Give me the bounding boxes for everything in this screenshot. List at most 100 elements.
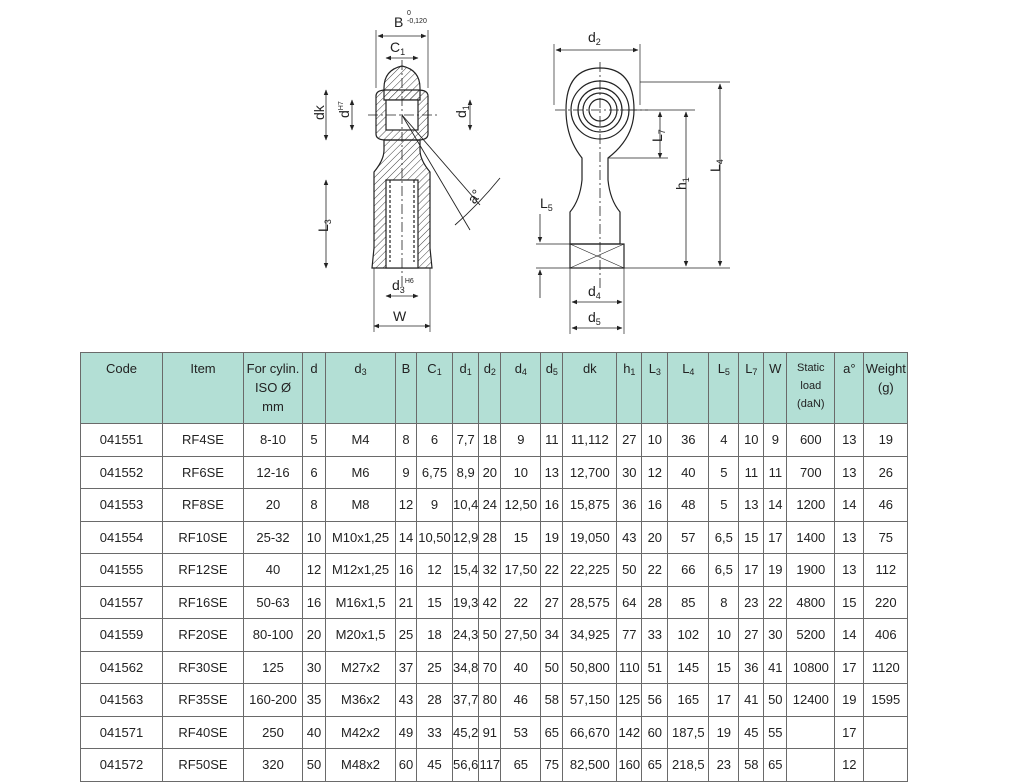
table-cell: 41: [738, 683, 765, 717]
table-cell: 56,6: [451, 748, 480, 782]
table-cell: 28: [641, 585, 669, 619]
table-cell: 8: [395, 423, 417, 457]
table-cell: 19: [863, 423, 909, 457]
table-cell: 36: [616, 488, 643, 522]
table-cell: [786, 715, 836, 749]
table-cell: M42x2: [325, 715, 396, 749]
column-header-text: d: [354, 361, 362, 376]
table-cell: M8: [325, 488, 396, 522]
table-cell: 19: [763, 553, 788, 587]
table-cell: 041563: [80, 683, 163, 717]
label-L7: L7: [649, 129, 667, 142]
column-header-subscript: 5: [724, 367, 730, 377]
table-cell: 15,875: [562, 488, 618, 522]
table-cell: 19: [834, 683, 865, 717]
table-cell: 041571: [80, 715, 163, 749]
table-cell: 406: [863, 618, 909, 652]
table-cell: 22: [641, 553, 669, 587]
table-cell: 13: [834, 553, 865, 587]
table-cell: [863, 715, 909, 749]
table-cell: 15,4: [451, 553, 480, 587]
table-cell: 42: [478, 585, 502, 619]
table-cell: 320: [243, 748, 303, 782]
table-cell: 18: [478, 423, 502, 457]
table-cell: 15: [500, 520, 542, 554]
table-cell: 32: [478, 553, 502, 587]
column-header-text: d: [483, 361, 491, 376]
table-cell: 30: [616, 455, 643, 489]
table-cell: 6,5: [708, 520, 740, 554]
table-cell: 4800: [786, 585, 836, 619]
table-cell: 65: [763, 748, 788, 782]
table-cell: 50,800: [562, 650, 618, 684]
table-cell: M12x1,25: [325, 553, 396, 587]
label-d: dH7: [336, 101, 352, 118]
table-cell: 12: [416, 553, 453, 587]
table-cell: 165: [667, 683, 710, 717]
table-cell: 5: [302, 423, 326, 457]
table-cell: 23: [738, 585, 765, 619]
label-W: W: [393, 308, 407, 324]
table-cell: 10: [302, 520, 326, 554]
table-cell: 17: [708, 683, 740, 717]
table-cell: 50: [540, 650, 564, 684]
table-cell: 58: [738, 748, 765, 782]
label-L4: L4: [707, 159, 725, 172]
column-header: C1: [416, 352, 453, 424]
table-cell: 13: [834, 455, 865, 489]
table-cell: 13: [834, 520, 865, 554]
column-header-text: d: [514, 361, 522, 376]
table-cell: RF6SE: [162, 455, 244, 489]
table-cell: M48x2: [325, 748, 396, 782]
table-cell: 10,4: [451, 488, 480, 522]
table-cell: RF20SE: [162, 618, 244, 652]
table-cell: 1200: [786, 488, 836, 522]
table-cell: RF12SE: [162, 553, 244, 587]
column-header-text: a°: [843, 361, 856, 376]
table-cell: 46: [500, 683, 542, 717]
column-header-text: C: [427, 361, 437, 376]
table-cell: 24,3: [451, 618, 480, 652]
column-header-subscript: 1: [466, 367, 472, 377]
table-cell: 60: [395, 748, 417, 782]
label-h1: h1: [673, 177, 691, 190]
table-cell: 65: [540, 715, 564, 749]
table-cell: 22: [763, 585, 788, 619]
table-cell: 26: [863, 455, 909, 489]
column-header-text: L: [745, 361, 753, 376]
table-cell: 53: [500, 715, 542, 749]
column-header-text: h: [623, 361, 631, 376]
table-cell: 17: [834, 715, 865, 749]
label-B-tol-upper: 0: [407, 10, 411, 17]
table-cell: 80: [478, 683, 502, 717]
table-cell: RF35SE: [162, 683, 244, 717]
table-cell: 160: [616, 748, 643, 782]
table-cell: 91: [478, 715, 502, 749]
table-cell: 19: [708, 715, 740, 749]
table-cell: 30: [302, 650, 326, 684]
table-cell: 16: [302, 585, 326, 619]
table-cell: 13: [540, 455, 564, 489]
section-view: [323, 30, 501, 332]
column-header-text: L: [682, 361, 690, 376]
table-cell: 10800: [786, 650, 836, 684]
column-header: L4: [667, 352, 710, 424]
column-header-subscript: 7: [752, 367, 758, 377]
column-header: d5: [540, 352, 564, 424]
column-header-text: B: [401, 361, 411, 376]
table-cell: 145: [667, 650, 710, 684]
table-cell: 11,112: [562, 423, 618, 457]
table-cell: 49: [395, 715, 417, 749]
column-header: d2: [478, 352, 502, 424]
table-cell: 22: [500, 585, 542, 619]
table-cell: M6: [325, 455, 396, 489]
column-header: Weight (g): [863, 352, 909, 424]
column-header: Item: [162, 352, 244, 424]
table-cell: 110: [616, 650, 643, 684]
table-cell: 12,9: [451, 520, 480, 554]
